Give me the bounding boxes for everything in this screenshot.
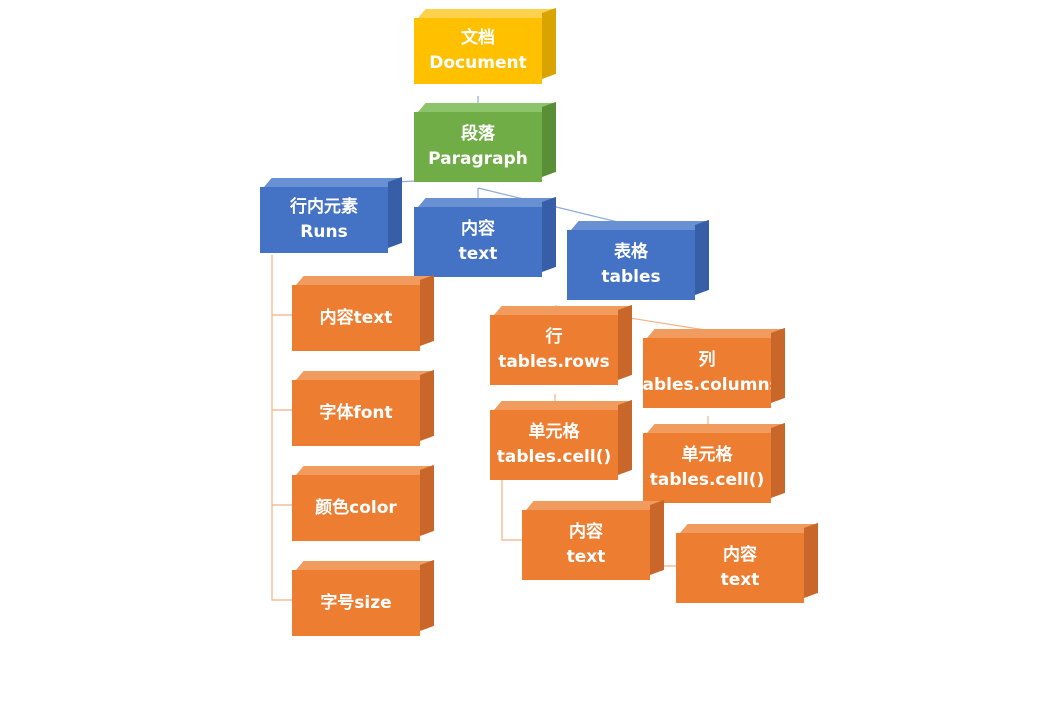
node-runs-zh: 行内元素 bbox=[290, 197, 358, 218]
node-col-cell-zh: 单元格 bbox=[681, 445, 733, 466]
node-columns: 列 tables.columns bbox=[634, 338, 780, 408]
node-paragraph-en: Paragraph bbox=[428, 149, 528, 169]
node-row-cell-text-en: text bbox=[566, 547, 606, 567]
node-text-en: text bbox=[458, 244, 498, 264]
node-row-cell: 单元格 tables.cell() bbox=[490, 410, 618, 480]
node-run-font: 字体font bbox=[292, 380, 420, 446]
connector-colcell-text bbox=[656, 502, 676, 567]
node-paragraph: 段落 Paragraph bbox=[414, 112, 542, 182]
node-row-cell-zh: 单元格 bbox=[528, 422, 580, 443]
node-run-size-label: 字号size bbox=[320, 592, 392, 613]
node-document-zh: 文档 bbox=[461, 28, 495, 49]
node-col-cell-text-zh: 内容 bbox=[723, 545, 757, 566]
node-text: 内容 text bbox=[414, 207, 542, 277]
node-tables-en: tables bbox=[601, 267, 661, 287]
node-col-cell: 单元格 tables.cell() bbox=[643, 433, 771, 503]
node-row-cell-text: 内容 text bbox=[522, 510, 650, 580]
node-col-cell-en: tables.cell() bbox=[649, 470, 765, 490]
node-run-text: 内容text bbox=[292, 285, 420, 351]
node-rows-en: tables.rows bbox=[498, 352, 610, 372]
node-columns-zh: 列 bbox=[698, 350, 716, 371]
node-text-zh: 内容 bbox=[461, 219, 495, 240]
node-columns-en: tables.columns bbox=[634, 375, 780, 395]
connector-tables-columns bbox=[554, 305, 706, 331]
node-tables: 表格 tables bbox=[567, 230, 695, 300]
node-row-cell-en: tables.cell() bbox=[496, 447, 612, 467]
node-run-font-label: 字体font bbox=[319, 402, 393, 423]
node-run-text-label: 内容text bbox=[319, 307, 393, 328]
node-document-en: Document bbox=[429, 53, 527, 73]
node-run-color: 颜色color bbox=[292, 475, 420, 541]
node-col-cell-text-en: text bbox=[720, 570, 760, 590]
node-runs-en: Runs bbox=[300, 222, 348, 242]
node-run-color-label: 颜色color bbox=[315, 497, 397, 518]
node-rows-zh: 行 bbox=[545, 327, 563, 348]
node-document: 文档 Document bbox=[414, 18, 542, 84]
connector-rowcell-text bbox=[501, 480, 522, 541]
connector-paragraph-tables bbox=[477, 187, 631, 226]
node-runs: 行内元素 Runs bbox=[260, 187, 388, 253]
node-row-cell-text-zh: 内容 bbox=[569, 522, 603, 543]
connector-runs-children bbox=[271, 255, 292, 601]
node-rows: 行 tables.rows bbox=[490, 315, 618, 385]
node-tables-zh: 表格 bbox=[614, 242, 648, 263]
node-col-cell-text: 内容 text bbox=[676, 533, 804, 603]
node-run-size: 字号size bbox=[292, 570, 420, 636]
node-paragraph-zh: 段落 bbox=[461, 124, 495, 145]
